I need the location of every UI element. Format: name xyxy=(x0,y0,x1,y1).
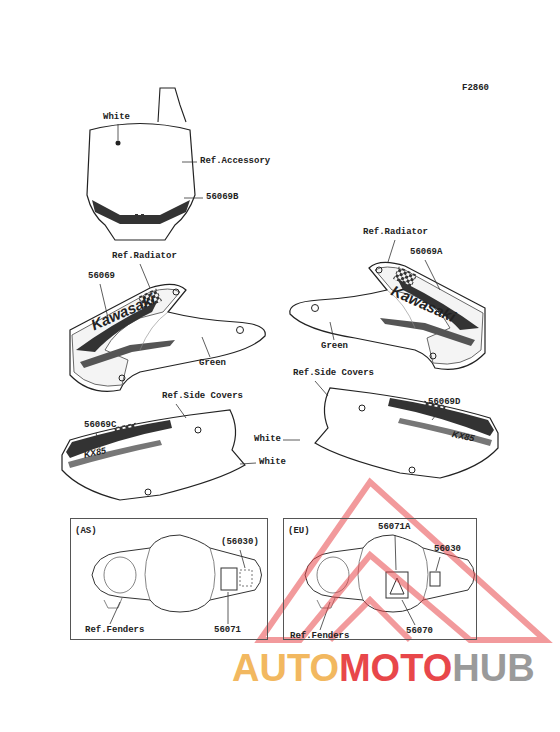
region-label: (EU) xyxy=(284,523,314,539)
part-number: 56071A xyxy=(378,523,410,533)
reference-note: Ref.Radiator xyxy=(363,228,428,238)
reference-note: Ref.Side Covers xyxy=(162,392,243,402)
reference-note: Ref.Accessory xyxy=(200,157,270,167)
watermark: HUB xyxy=(452,648,534,690)
part-number: 56069B xyxy=(206,193,238,203)
reference-note: Ref.Side Covers xyxy=(293,369,374,379)
part-number: 56069A xyxy=(410,248,442,258)
watermark: AUTO xyxy=(232,648,339,690)
part-number: 56070 xyxy=(406,627,433,637)
part-number: 56071 xyxy=(214,626,241,636)
color-note: Green xyxy=(321,342,348,352)
reference-note: Ref.Radiator xyxy=(112,252,177,262)
reference-note: Ref.Fenders xyxy=(290,632,349,642)
part-number: 56069C xyxy=(84,421,116,431)
region-label: (AS) xyxy=(71,523,101,539)
color-note: Green xyxy=(199,359,226,369)
watermark: MOTO xyxy=(339,648,452,690)
region-box: (AS) xyxy=(70,518,268,640)
part-number: (56030) xyxy=(221,538,259,548)
part-number: 56069D xyxy=(428,398,460,408)
color-note: White xyxy=(103,113,130,123)
reference-note: Ref.Fenders xyxy=(85,626,144,636)
part-number: 56030 xyxy=(434,545,461,555)
part-number: 56069 xyxy=(88,272,115,282)
color-note: White xyxy=(259,458,286,468)
figure-number: F2860 xyxy=(462,84,489,94)
region-box: (EU) xyxy=(283,518,477,640)
color-note: White xyxy=(254,435,281,445)
